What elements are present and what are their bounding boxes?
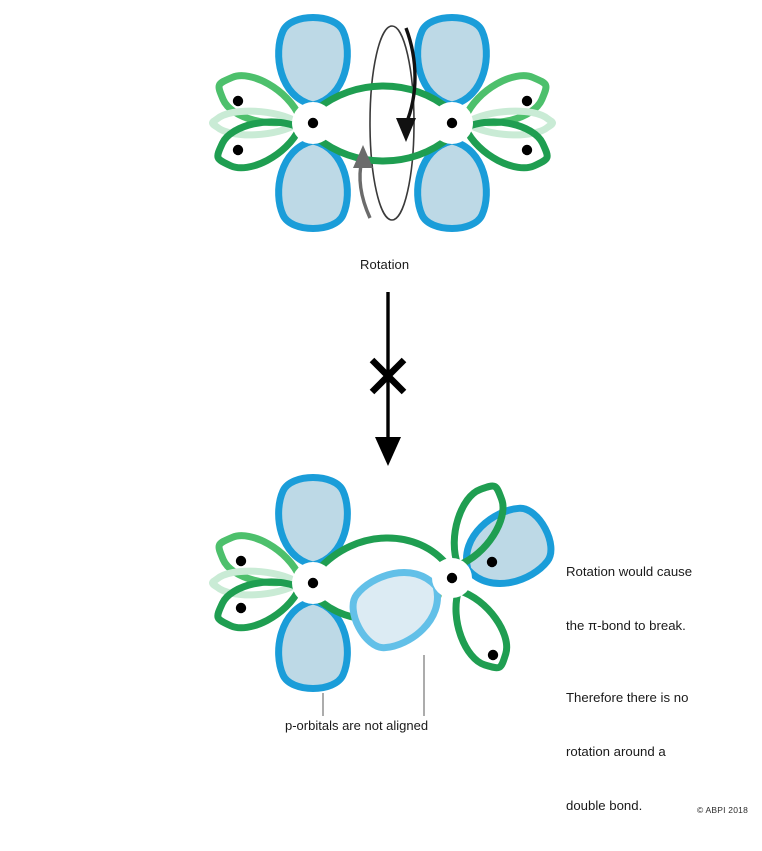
sp2-orbital-front-lower-right: [461, 118, 551, 172]
electron-dot-top-left-upper: [232, 95, 244, 107]
down-arrow-icon: [396, 27, 417, 142]
atom-node-right-bottom: [432, 558, 472, 598]
electron-dot-bottom-right-lower: [487, 649, 499, 661]
sp2-orbital-front-lower-left-bottom: [214, 578, 304, 632]
diagram-canvas: Rotation Rotation would cause the π-bond…: [209, 0, 748, 815]
side-note-line-3: Therefore there is no: [566, 690, 689, 705]
electron-dot-bottom-left-lower: [235, 602, 247, 614]
p-orbital-right-bottom-back-lobe: [349, 568, 441, 652]
carbon-left-top: [209, 18, 347, 229]
sp2-orbital-right-bottom-lower: [452, 586, 511, 672]
process-down-arrow-icon: [375, 292, 401, 466]
pi-bond-top-intact: [312, 82, 454, 165]
up-arrow-icon: [353, 145, 373, 219]
bottom-molecule-rotated: [209, 478, 555, 716]
top-molecule-aligned: [209, 18, 556, 229]
sp2-orbital-faded-right: [462, 107, 556, 139]
side-note-line-1: Rotation would cause: [566, 564, 693, 579]
atom-node-left-top: [292, 102, 334, 144]
carbon-right-top: [418, 18, 556, 229]
rotation-axis-ellipse-icon: [369, 25, 415, 221]
side-note-line-5: double bond.: [566, 798, 643, 813]
orbital-rotation-diagram: [209, 0, 556, 716]
p-orbitals-not-aligned-label: p-orbitals are not aligned: [285, 718, 429, 733]
side-note-line-2: the π-bond to break.: [566, 618, 686, 633]
rotation-label: Rotation: [360, 257, 410, 272]
sp2-orbital-right-bottom-upper: [450, 482, 507, 569]
sp2-orbital-faded-left-bottom: [209, 567, 303, 599]
sp2-orbital-front-lower-left: [214, 118, 304, 172]
electron-dot-top-left-lower: [232, 144, 244, 156]
carbon-left-bottom: [209, 478, 347, 689]
electron-dot-top-right-upper: [521, 95, 533, 107]
sp2-orbital-faded-left: [209, 107, 303, 139]
side-note-block: Rotation would cause the π-bond to break…: [566, 527, 756, 851]
electron-dot-top-right-lower: [521, 144, 533, 156]
side-note-line-4: rotation around a: [566, 744, 666, 759]
copyright-label: © ABPI 2018: [697, 805, 748, 815]
atom-node-left-bottom: [292, 562, 334, 604]
electron-dot-bottom-left-upper: [235, 555, 247, 567]
atom-node-right-top: [431, 102, 473, 144]
electron-dot-bottom-right-upper: [486, 556, 498, 568]
cross-mark-icon: [369, 357, 407, 395]
